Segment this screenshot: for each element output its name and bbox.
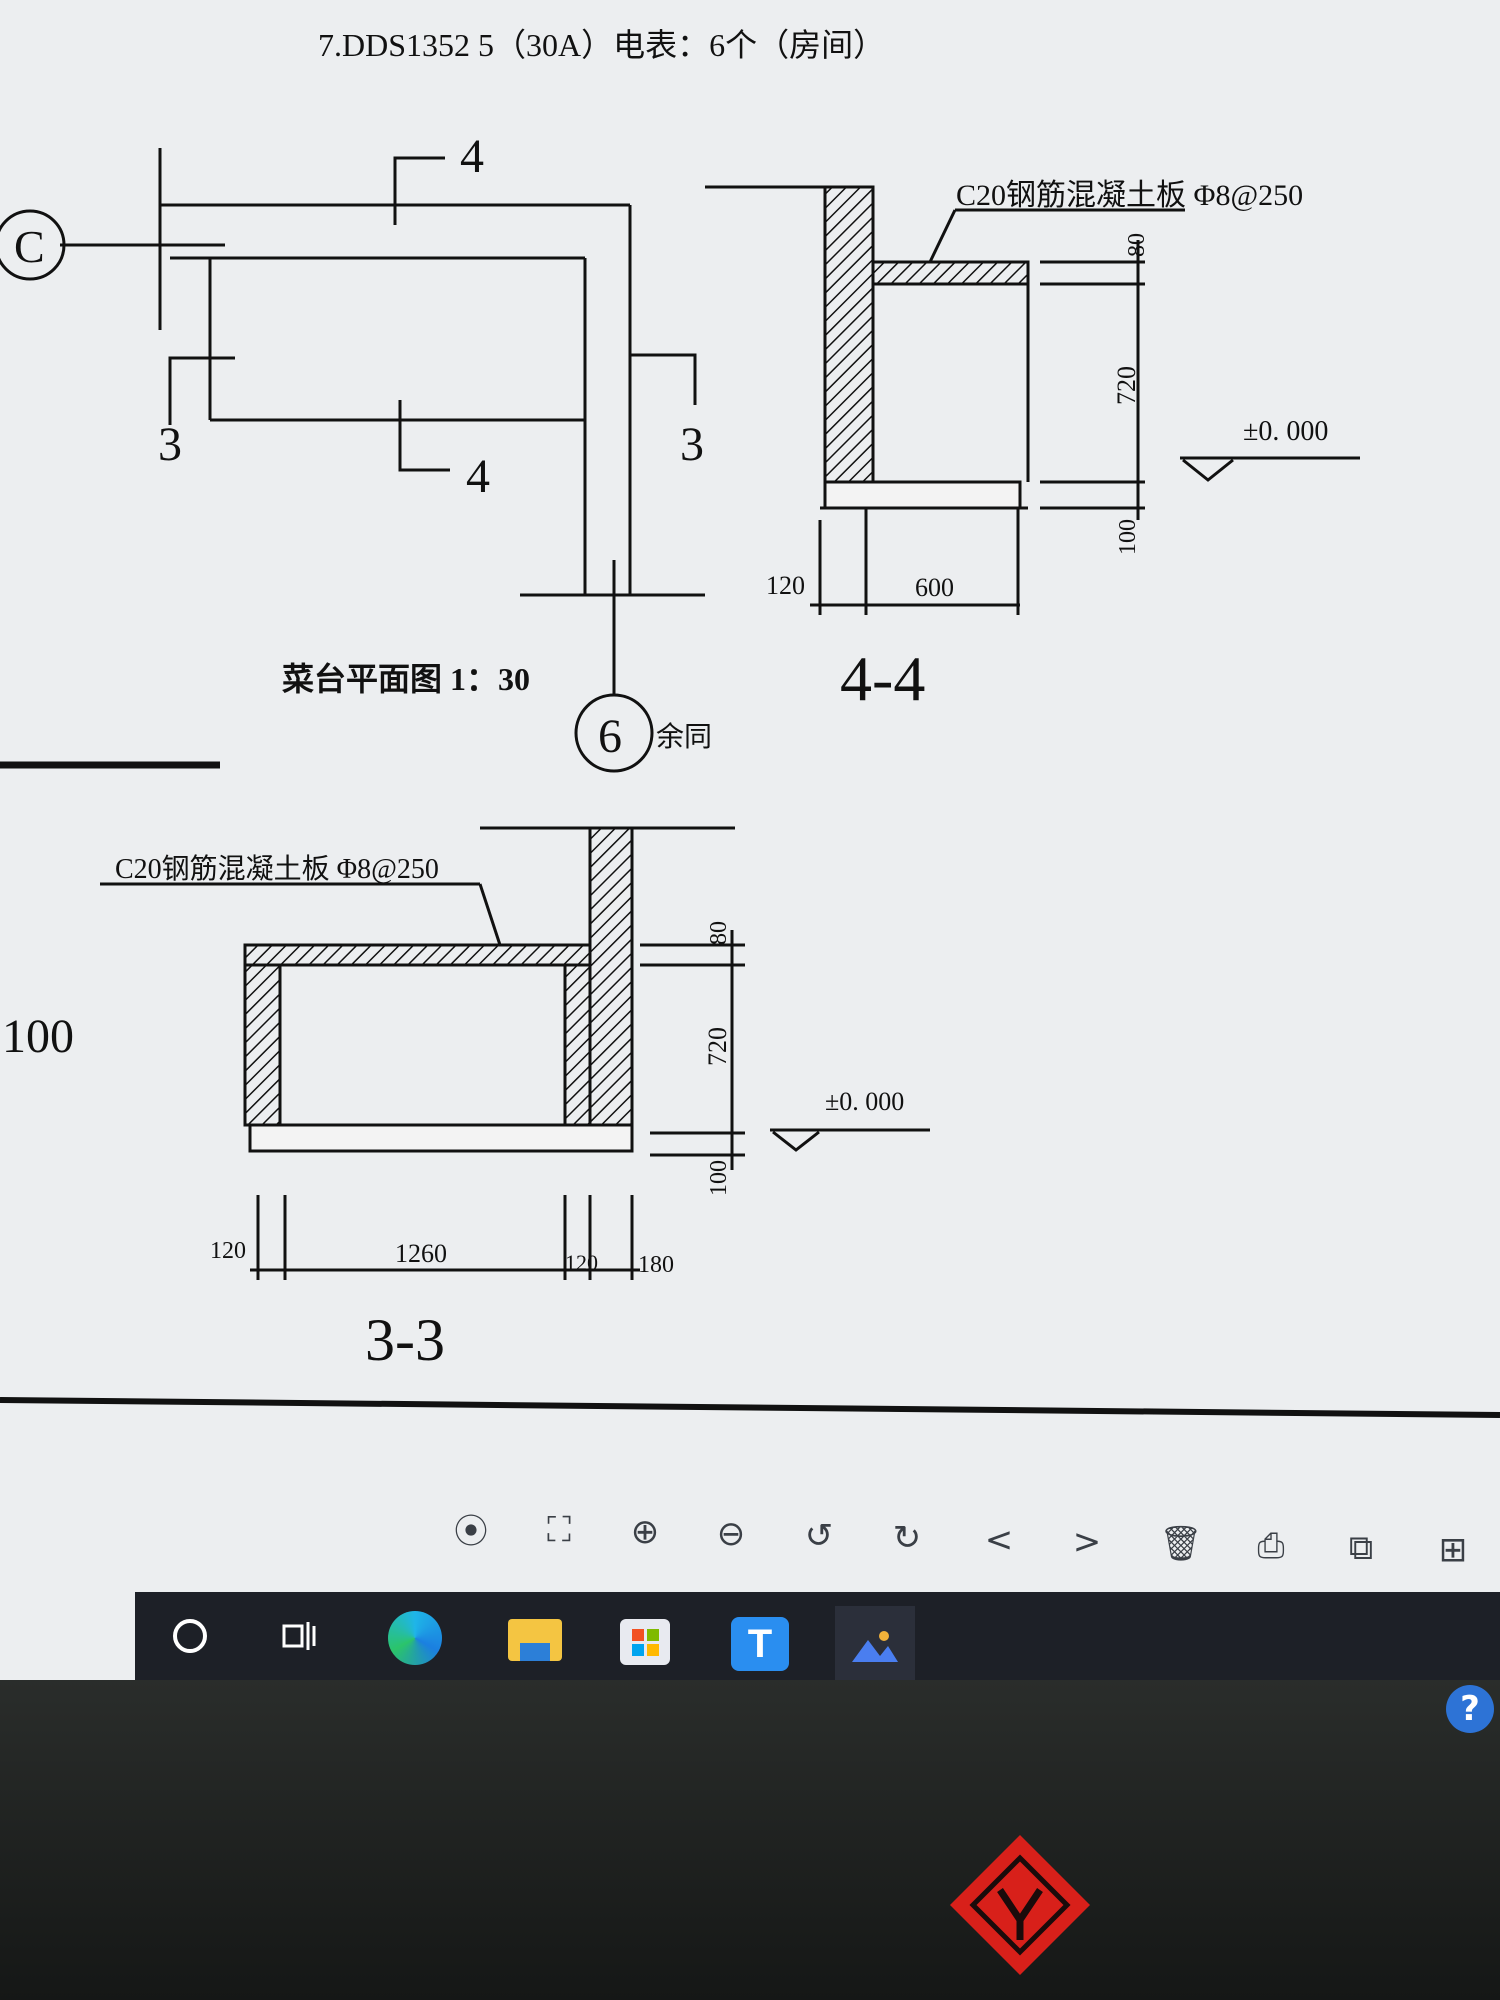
edge-icon — [388, 1611, 442, 1665]
next-icon[interactable]: > — [1072, 1522, 1102, 1562]
section-44-dim-height: 720 — [1112, 366, 1141, 405]
section-33-dim-height: 720 — [703, 1027, 732, 1066]
side-dimension-text: 100 — [2, 1010, 74, 1063]
file-explorer-button[interactable] — [495, 1600, 575, 1680]
section-33-dim-base: 100 — [706, 1160, 732, 1196]
section-mark-4-bottom: 4 — [466, 450, 490, 503]
section-44 — [705, 185, 1360, 615]
edge-button[interactable] — [375, 1598, 455, 1684]
photos-button[interactable] — [835, 1606, 915, 1692]
section-44-dim-top: 80 — [1124, 233, 1150, 257]
plan-title: 菜台平面图 1：30 — [282, 661, 530, 697]
page-border — [0, 1397, 1500, 1418]
start-button[interactable] — [150, 1596, 230, 1676]
start-icon — [173, 1619, 207, 1653]
fit-screen-icon[interactable]: ⛶ — [547, 1510, 571, 1550]
folder-icon — [508, 1619, 562, 1661]
zoom-in-icon[interactable]: ⊕ — [630, 1512, 660, 1552]
hp-logo-icon — [950, 1835, 1090, 1975]
axis-6-note: 余同 — [656, 721, 712, 753]
rotate-info-icon[interactable]: ⦿ — [454, 1511, 488, 1552]
help-icon[interactable]: ? — [1446, 1685, 1494, 1733]
section-44-title: 4-4 — [840, 643, 925, 714]
page-title: 7.DDS1352 5（30A）电表：6个（房间） — [318, 27, 885, 63]
section-mark-4-top: 4 — [460, 130, 484, 183]
monitor-bezel — [0, 1680, 1500, 2000]
text-app-button[interactable]: T — [720, 1604, 800, 1690]
previous-icon[interactable]: < — [984, 1520, 1014, 1560]
section-33-level: ±0. 000 — [825, 1087, 904, 1116]
section-33-dim-left-wall: 120 — [210, 1238, 246, 1264]
section-mark-3-right: 3 — [680, 418, 704, 471]
section-44-dim-width: 600 — [915, 573, 954, 602]
section-33-dim-width: 1260 — [395, 1239, 447, 1268]
plan-view — [0, 148, 705, 769]
section-44-dim-base: 100 — [1115, 519, 1141, 555]
export-icon[interactable]: ⊞ — [1438, 1530, 1468, 1570]
section-33-dim-top: 80 — [706, 921, 732, 945]
axis-c-bubble — [0, 209, 66, 281]
section-33-dim-mid-wall: 120 — [565, 1250, 598, 1275]
photos-icon — [852, 1631, 898, 1662]
axis-6-bubble — [574, 693, 654, 773]
section-33-dim-right-wall: 180 — [638, 1252, 674, 1278]
rotate-left-icon[interactable]: ↺ — [804, 1516, 834, 1556]
task-view-icon — [282, 1622, 316, 1650]
axis-6-label: 6 — [598, 710, 622, 763]
axis-c-label: C — [14, 221, 45, 272]
section-44-dim-wall: 120 — [766, 571, 805, 600]
screen: 7.DDS1352 5（30A）电表：6个（房间） C 6 余同 — [0, 0, 1500, 1760]
delete-icon[interactable]: 🗑 — [1159, 1524, 1203, 1564]
section-33-title: 3-3 — [365, 1307, 445, 1373]
text-app-icon: T — [731, 1617, 789, 1671]
section-33-slab-note: C20钢筋混凝土板 Φ8@250 — [115, 853, 439, 885]
viewer-toolbar: ⦿ ⛶ ⊕ ⊖ ↺ ↻ < > 🗑 ⎙ ⧉ ⊞ — [0, 1485, 1500, 1595]
cad-drawing: 7.DDS1352 5（30A）电表：6个（房间） C 6 余同 — [0, 27, 1500, 1418]
print-icon[interactable]: ⎙ — [1257, 1526, 1285, 1566]
section-44-level: ±0. 000 — [1243, 416, 1328, 447]
section-33 — [100, 826, 930, 1280]
section-mark-3-left: 3 — [158, 418, 182, 471]
task-view-button[interactable] — [260, 1596, 340, 1676]
copy-icon[interactable]: ⧉ — [1348, 1528, 1374, 1568]
store-icon — [620, 1619, 670, 1665]
zoom-out-icon[interactable]: ⊖ — [716, 1514, 746, 1554]
store-button[interactable] — [605, 1602, 685, 1682]
section-44-slab-note: C20钢筋混凝土板 Φ8@250 — [956, 179, 1303, 212]
rotate-right-icon[interactable]: ↻ — [892, 1518, 922, 1558]
